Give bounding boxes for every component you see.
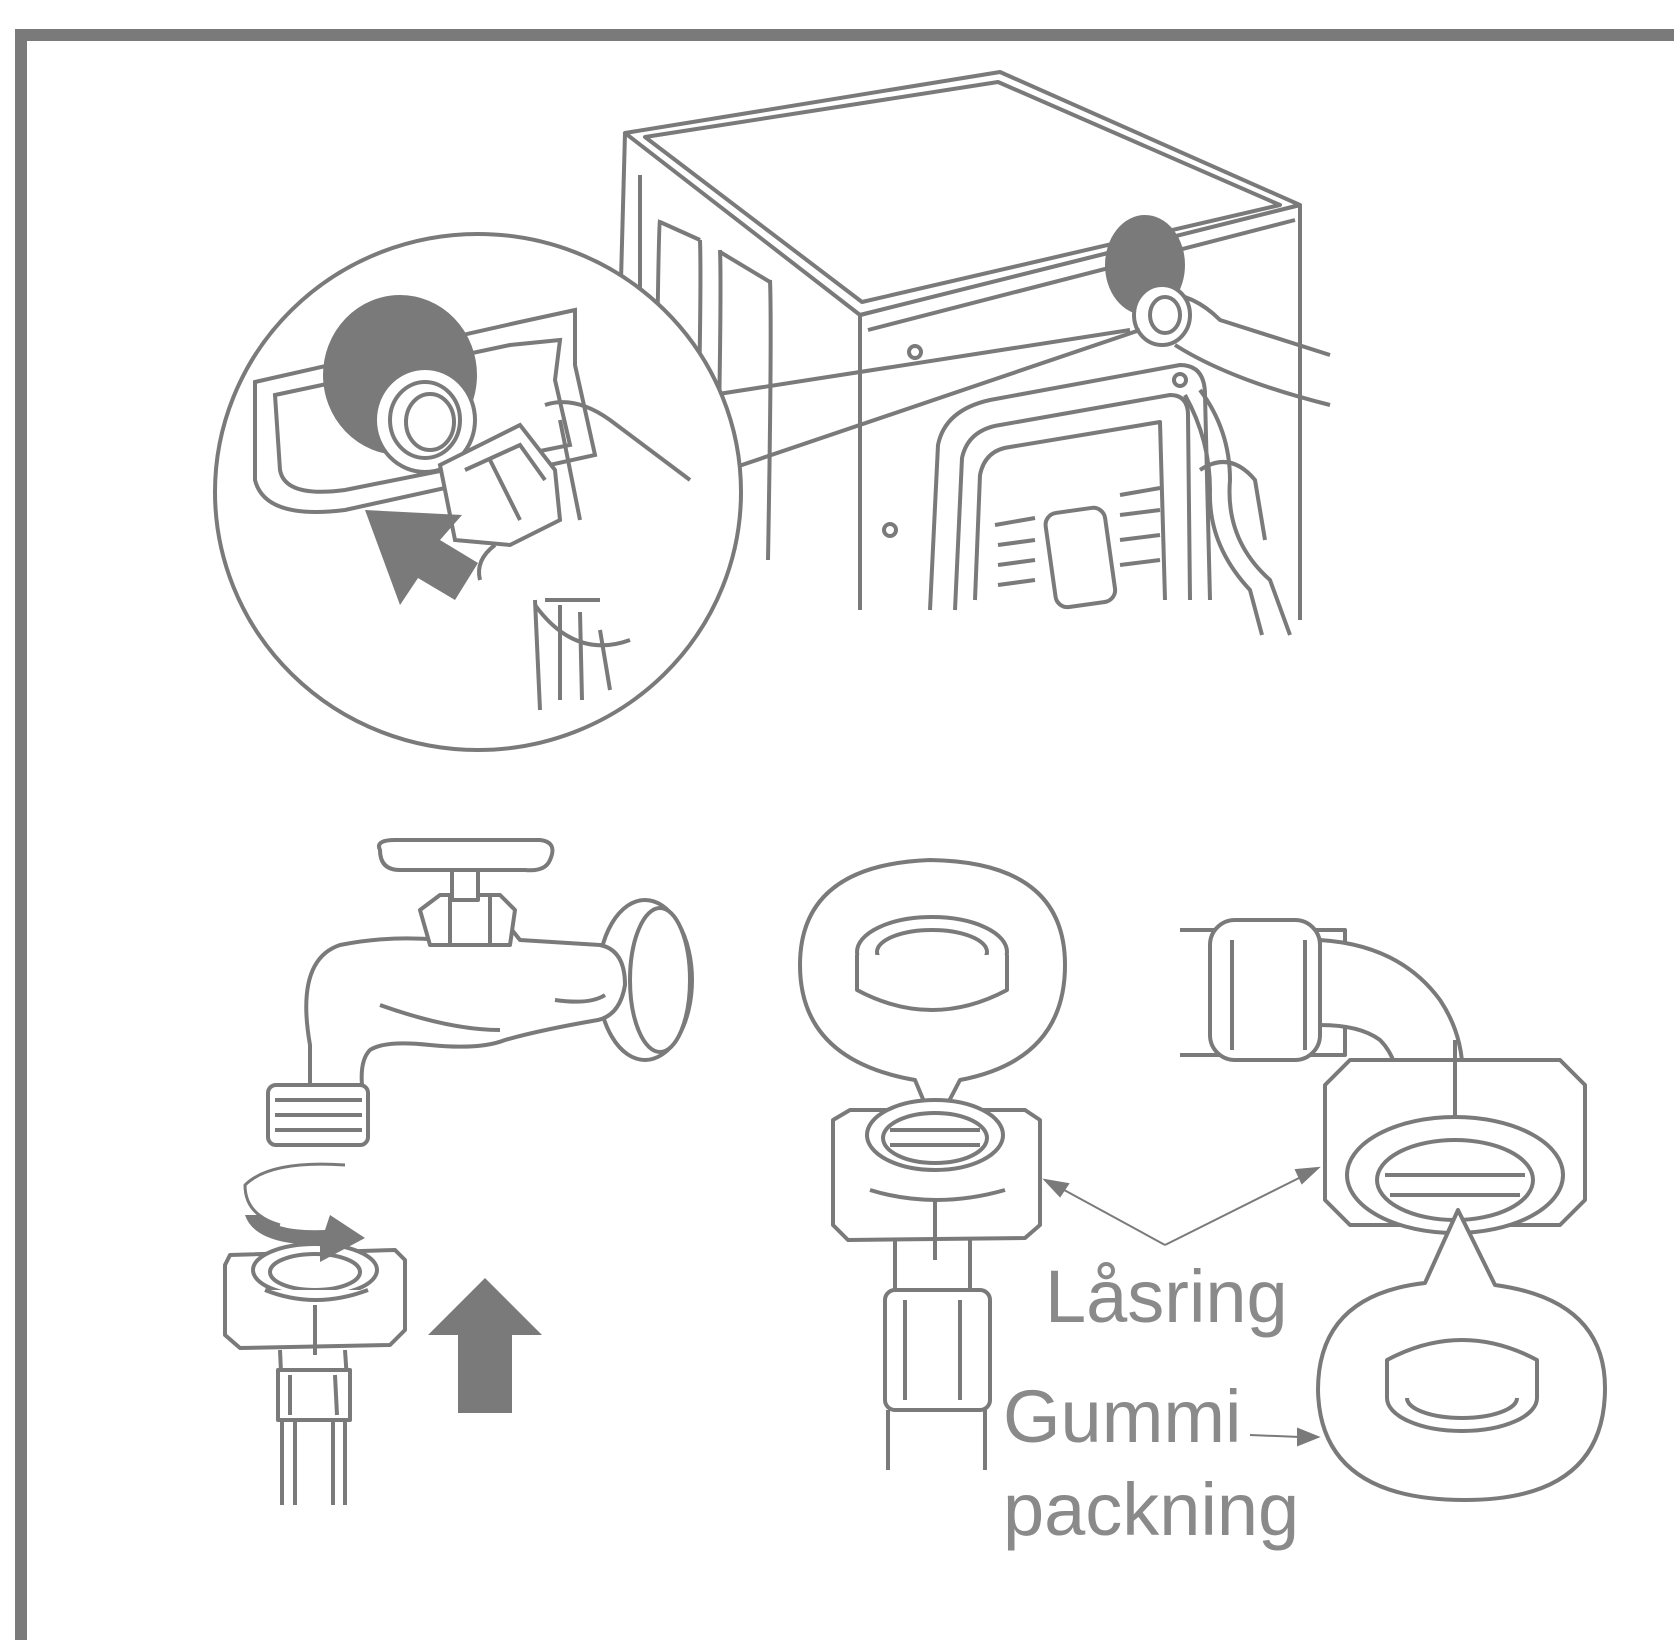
locking-ring-label: Låsring (1045, 1255, 1288, 1338)
locking-ring-pointer-lines (1045, 1168, 1318, 1245)
rubber-gasket-label-line2: packning (1003, 1468, 1299, 1551)
arrow-up-icon (428, 1278, 542, 1413)
zoom-detail-circle (215, 234, 741, 750)
gasket-pointer (1250, 1429, 1318, 1445)
rubber-gasket-label-line1: Gummi (1003, 1375, 1241, 1458)
zoom-leader-lines (712, 330, 1140, 468)
